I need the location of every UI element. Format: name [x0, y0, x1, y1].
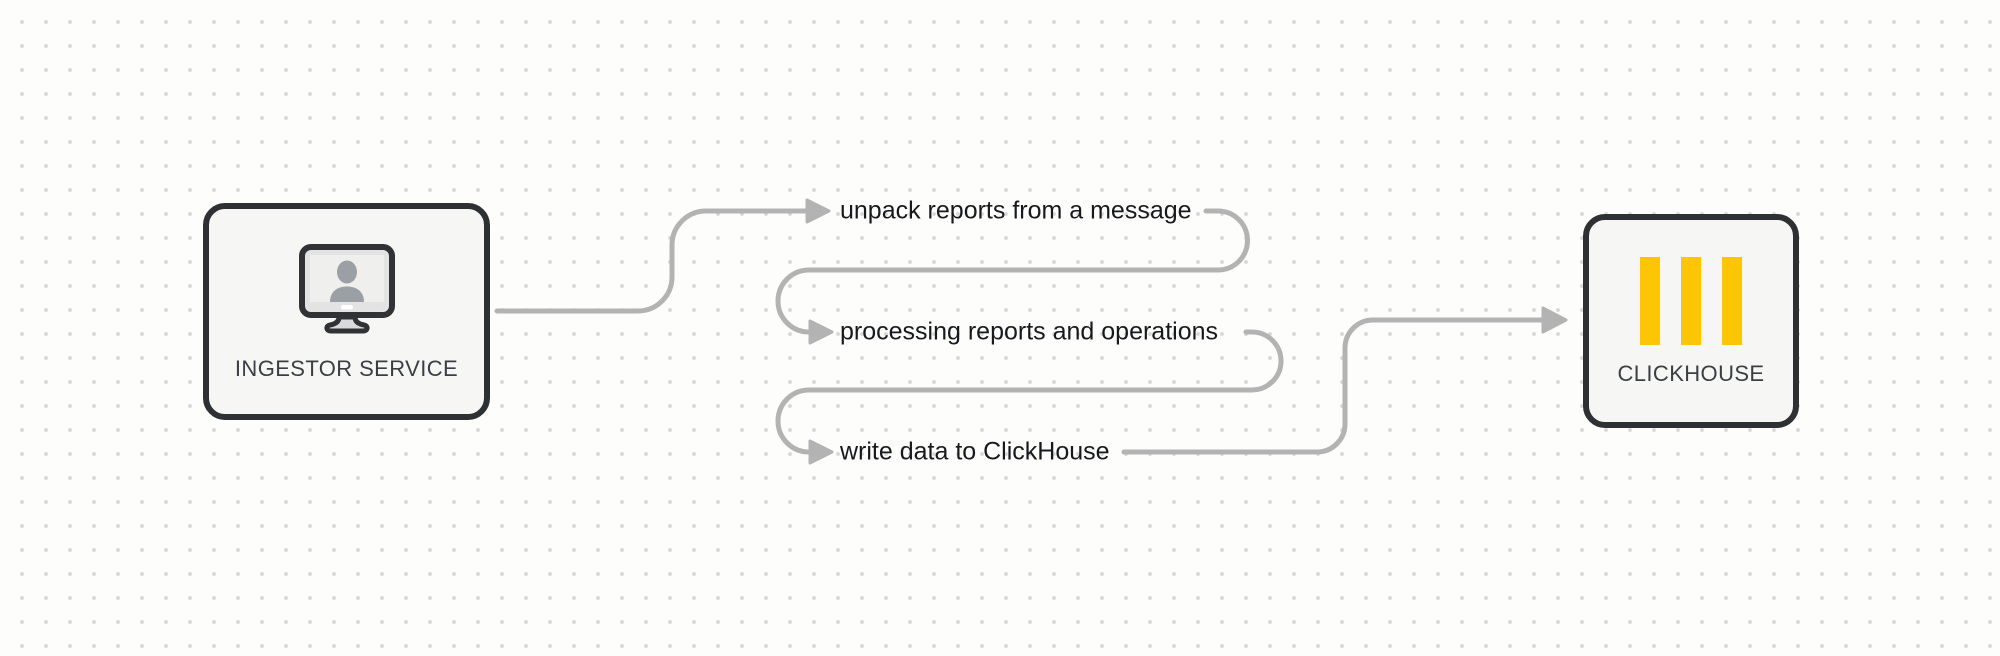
node-clickhouse-label: CLICKHOUSE: [1617, 361, 1765, 386]
connector-step2-to-step3: [775, 329, 1284, 455]
clickhouse-logo-bars-icon: [1640, 257, 1742, 345]
arrowhead-step1-icon: [805, 198, 831, 224]
clickhouse-logo-bar: [1722, 257, 1742, 345]
connector-step1-to-step2: [775, 208, 1250, 335]
clickhouse-logo-bar: [1640, 257, 1660, 345]
step-label-processing-reports[interactable]: processing reports and operations: [840, 317, 1219, 346]
node-clickhouse[interactable]: CLICKHOUSE: [1583, 214, 1799, 428]
node-ingestor-service[interactable]: INGESTOR SERVICE: [203, 203, 490, 420]
clickhouse-logo-bar: [1681, 257, 1701, 345]
arrowhead-clickhouse-icon: [1541, 306, 1568, 334]
step-label-unpack-reports[interactable]: unpack reports from a message: [840, 196, 1192, 225]
arrowhead-step2-icon: [808, 319, 834, 345]
connector-ingestor-to-step1: [494, 208, 809, 314]
arrowhead-step3-icon: [808, 439, 834, 465]
monitor-user-icon: [295, 243, 399, 342]
node-ingestor-label: INGESTOR SERVICE: [234, 356, 459, 381]
step-label-write-data[interactable]: write data to ClickHouse: [840, 437, 1110, 466]
